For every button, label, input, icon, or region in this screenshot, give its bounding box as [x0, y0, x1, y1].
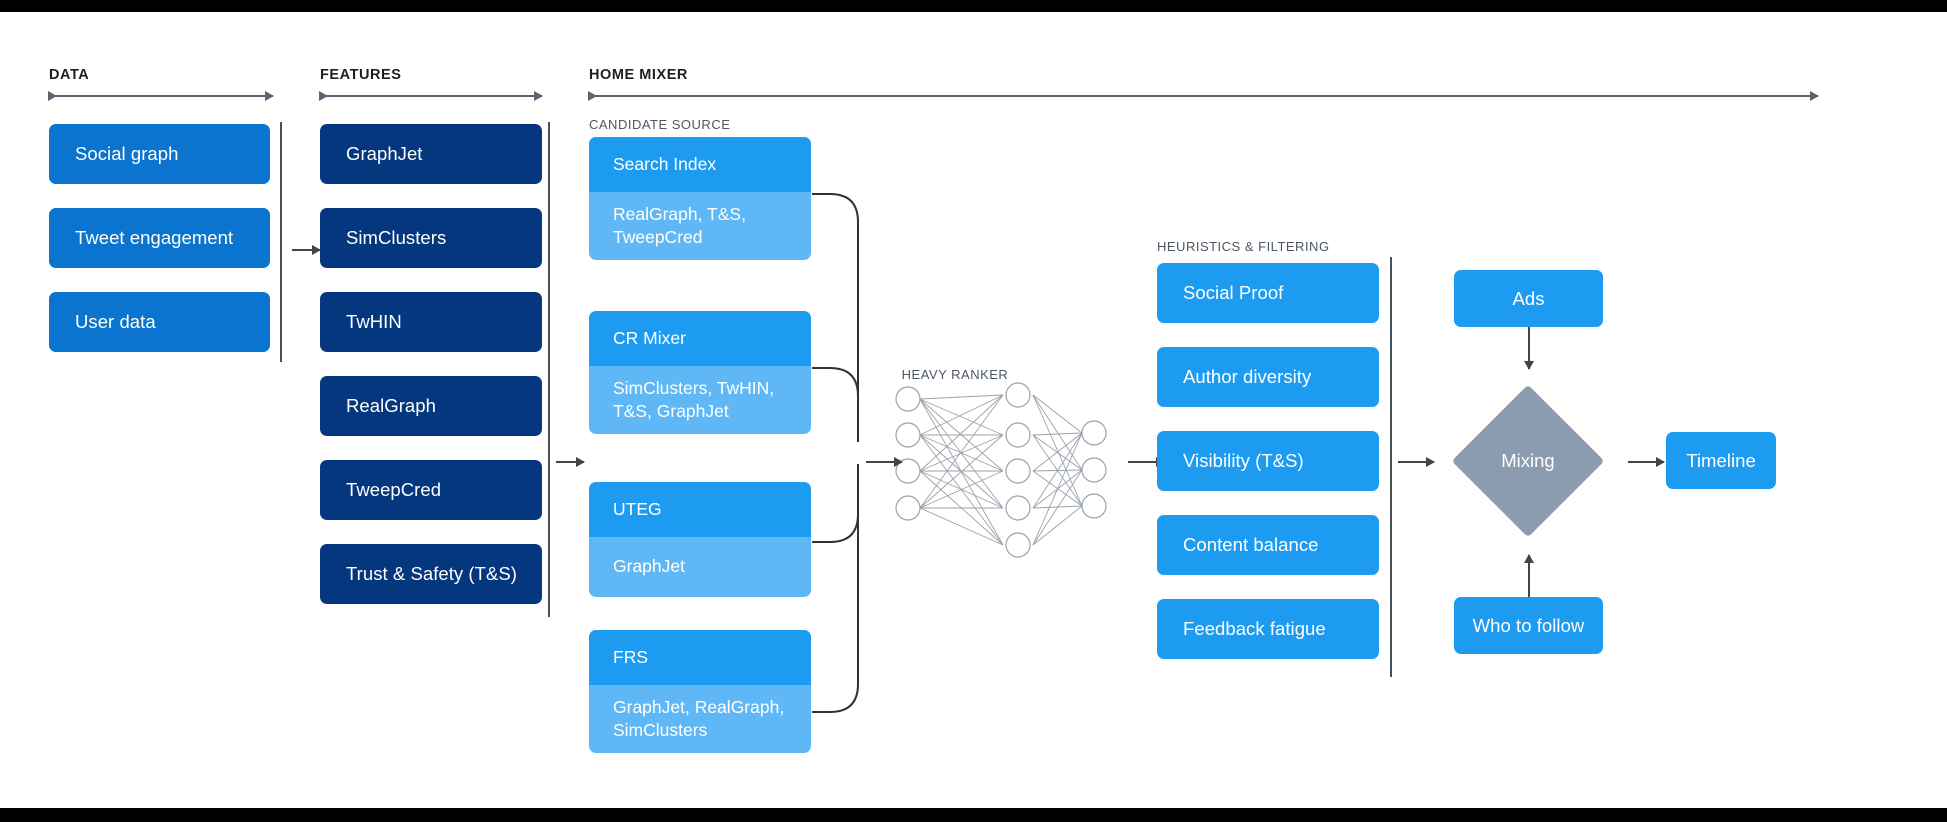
section-rule-data [48, 91, 274, 101]
feature-item-label: SimClusters [346, 227, 447, 248]
subsection-title-heuristics: HEURISTICS & FILTERING [1157, 239, 1330, 254]
arrow-data-to-features [292, 245, 321, 255]
heuristic-item-label: Content balance [1183, 534, 1319, 555]
arrow-mixing-to-timeline [1628, 457, 1665, 467]
heuristic-item-content-balance[interactable]: Content balance [1157, 515, 1379, 575]
candidate-source-name: FRS [613, 647, 648, 667]
candidate-source-header-uteg[interactable]: UTEG [589, 482, 811, 537]
output-box-ads[interactable]: Ads [1454, 270, 1603, 327]
data-item-label: Tweet engagement [75, 227, 234, 248]
feature-item-label: TweepCred [346, 479, 442, 500]
heuristic-item-feedback-fatigue[interactable]: Feedback fatigue [1157, 599, 1379, 659]
data-item-label: User data [75, 311, 156, 332]
candidate-source-header-cr-mixer[interactable]: CR Mixer [589, 311, 811, 366]
arrow-who-to-follow-to-mixing [1524, 554, 1534, 597]
separator-data-features [280, 122, 282, 362]
section-title-features: FEATURES [320, 67, 402, 83]
candidate-source-features-uteg: GraphJet [589, 537, 811, 597]
data-item-user-data[interactable]: User data [49, 292, 270, 352]
output-box-who-to-follow[interactable]: Who to follow [1454, 597, 1603, 654]
heuristic-item-label: Author diversity [1183, 366, 1312, 387]
subsection-title-heavy-ranker: HEAVY RANKER [901, 367, 1009, 382]
feature-item-twhin[interactable]: TwHIN [320, 292, 542, 352]
feature-item-realgraph[interactable]: RealGraph [320, 376, 542, 436]
output-box-label: Timeline [1686, 449, 1756, 471]
section-rule-features [319, 91, 543, 101]
feature-item-trust-safety[interactable]: Trust & Safety (T&S) [320, 544, 542, 604]
mixing-diamond[interactable]: Mixing [1451, 384, 1605, 538]
arrow-candidate-source-to-ranker [866, 457, 903, 467]
feature-item-label: Trust & Safety (T&S) [346, 563, 517, 584]
candidate-source-header-search-index[interactable]: Search Index [589, 137, 811, 192]
connector-overlay [812, 193, 1107, 713]
candidate-source-name: CR Mixer [613, 328, 686, 348]
candidate-source-name: Search Index [613, 154, 717, 174]
diagram-canvas: DATA FEATURES HOME MIXER CANDIDATE SOURC… [0, 12, 1947, 808]
feature-item-label: TwHIN [346, 311, 402, 332]
arrow-heuristics-to-mixing [1398, 457, 1435, 467]
separator-heuristics-output [1390, 257, 1392, 677]
heuristic-item-label: Feedback fatigue [1183, 618, 1326, 639]
feature-item-tweepcred[interactable]: TweepCred [320, 460, 542, 520]
output-box-label: Who to follow [1472, 614, 1585, 636]
feature-item-graphjet[interactable]: GraphJet [320, 124, 542, 184]
candidate-source-features-cr-mixer: SimClusters, TwHIN, T&S, GraphJet [589, 366, 811, 434]
letterbox-top [0, 0, 1947, 12]
output-box-timeline[interactable]: Timeline [1666, 432, 1776, 489]
data-item-tweet-engagement[interactable]: Tweet engagement [49, 208, 270, 268]
arrow-features-to-candidate-source [556, 457, 585, 467]
feature-item-simclusters[interactable]: SimClusters [320, 208, 542, 268]
candidate-source-features-text: GraphJet [613, 556, 685, 577]
candidate-source-name: UTEG [613, 499, 662, 519]
feature-item-label: GraphJet [346, 143, 423, 164]
feature-item-label: RealGraph [346, 395, 436, 416]
data-item-label: Social graph [75, 143, 179, 164]
arrow-ads-to-mixing [1524, 327, 1534, 370]
candidate-source-features-search-index: RealGraph, T&S, TweepCred [589, 192, 811, 260]
subsection-title-candidate-source: CANDIDATE SOURCE [589, 117, 731, 132]
candidate-source-features-text: SimClusters, TwHIN, T&S, GraphJet [613, 377, 775, 421]
letterbox-bottom [0, 808, 1947, 822]
heuristic-item-label: Social Proof [1183, 282, 1284, 303]
section-title-data: DATA [49, 67, 90, 83]
candidate-source-features-text: RealGraph, T&S, TweepCred [613, 203, 746, 247]
heuristic-item-label: Visibility (T&S) [1183, 450, 1304, 471]
output-box-label: Ads [1512, 287, 1545, 309]
mixing-diamond-label: Mixing [1501, 450, 1555, 471]
data-item-social-graph[interactable]: Social graph [49, 124, 270, 184]
heuristic-item-visibility[interactable]: Visibility (T&S) [1157, 431, 1379, 491]
candidate-source-features-frs: GraphJet, RealGraph, SimClusters [589, 685, 811, 753]
heuristic-item-author-diversity[interactable]: Author diversity [1157, 347, 1379, 407]
candidate-source-features-text: GraphJet, RealGraph, SimClusters [613, 696, 785, 740]
section-rule-home-mixer [588, 91, 1819, 101]
separator-features-home [548, 122, 550, 617]
section-title-home-mixer: HOME MIXER [589, 67, 688, 83]
candidate-source-header-frs[interactable]: FRS [589, 630, 811, 685]
heuristic-item-social-proof[interactable]: Social Proof [1157, 263, 1379, 323]
